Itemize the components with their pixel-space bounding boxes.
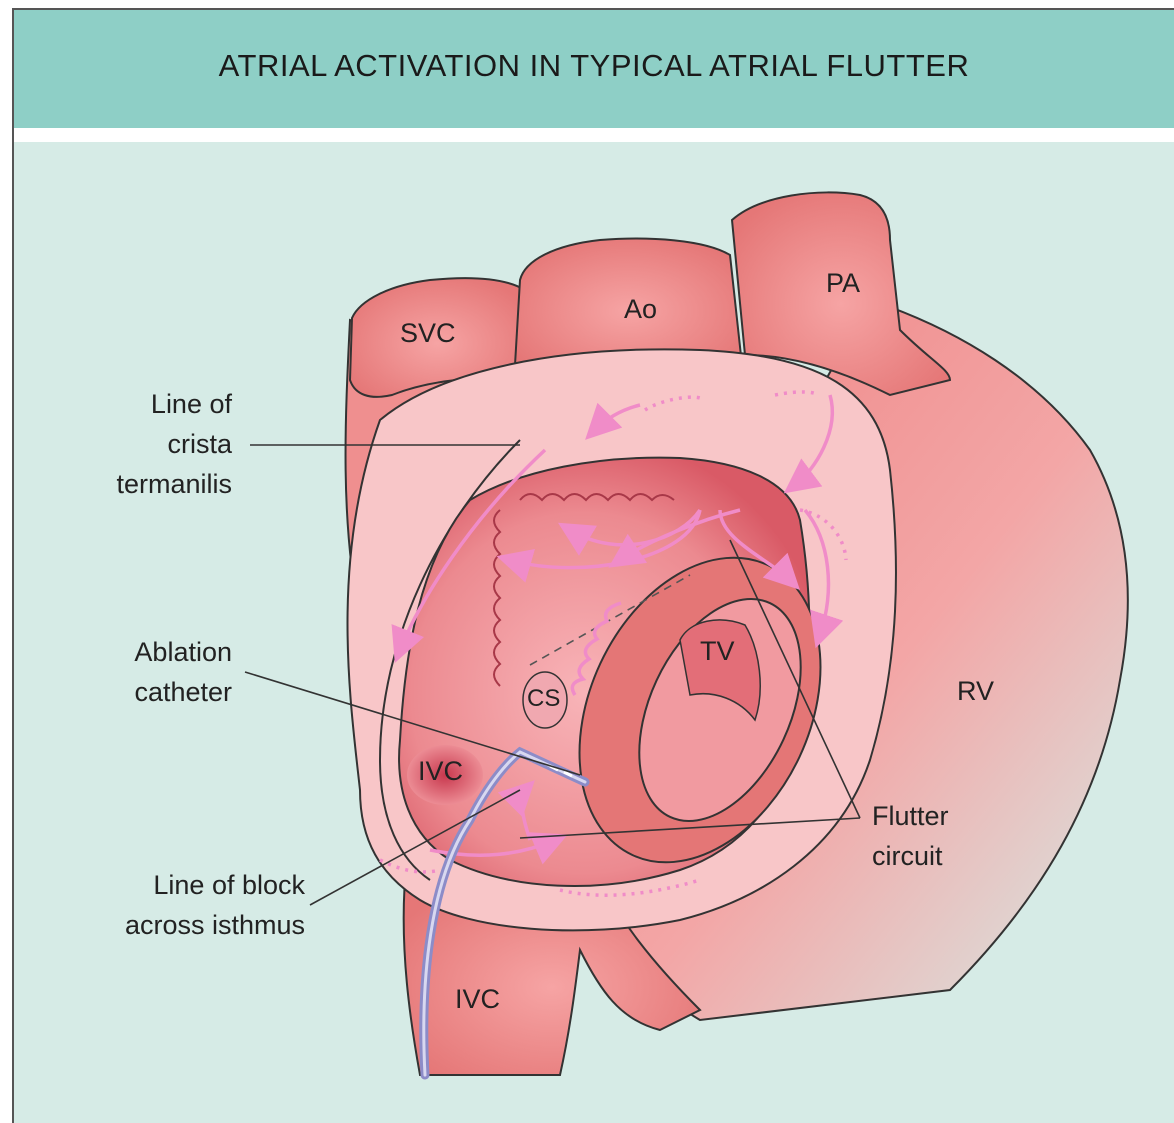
crista-callout: Line of crista termanilis	[116, 389, 233, 499]
block-callout: Line of block across isthmus	[125, 870, 306, 940]
crista-callout-line1: Line of	[151, 389, 233, 419]
right-ventricle-label: RV	[957, 676, 994, 706]
ivc-outer-label: IVC	[455, 984, 500, 1014]
aorta-label: Ao	[624, 294, 657, 324]
ablation-callout-line1: Ablation	[134, 637, 232, 667]
crista-callout-line2: crista	[167, 429, 232, 459]
flutter-callout-line1: Flutter	[872, 801, 949, 831]
flutter-callout-line2: circuit	[872, 841, 943, 871]
tricuspid-valve-label: TV	[700, 636, 735, 666]
coronary-sinus-label: CS	[527, 685, 560, 712]
svc-label: SVC	[400, 318, 456, 348]
ivc-inner-label: IVC	[418, 756, 463, 786]
ablation-callout: Ablation catheter	[134, 637, 232, 707]
block-callout-line1: Line of block	[153, 870, 305, 900]
block-callout-line2: across isthmus	[125, 910, 305, 940]
ablation-callout-line2: catheter	[134, 677, 232, 707]
crista-callout-line3: termanilis	[116, 469, 232, 499]
pulmonary-artery-label: PA	[826, 268, 860, 298]
